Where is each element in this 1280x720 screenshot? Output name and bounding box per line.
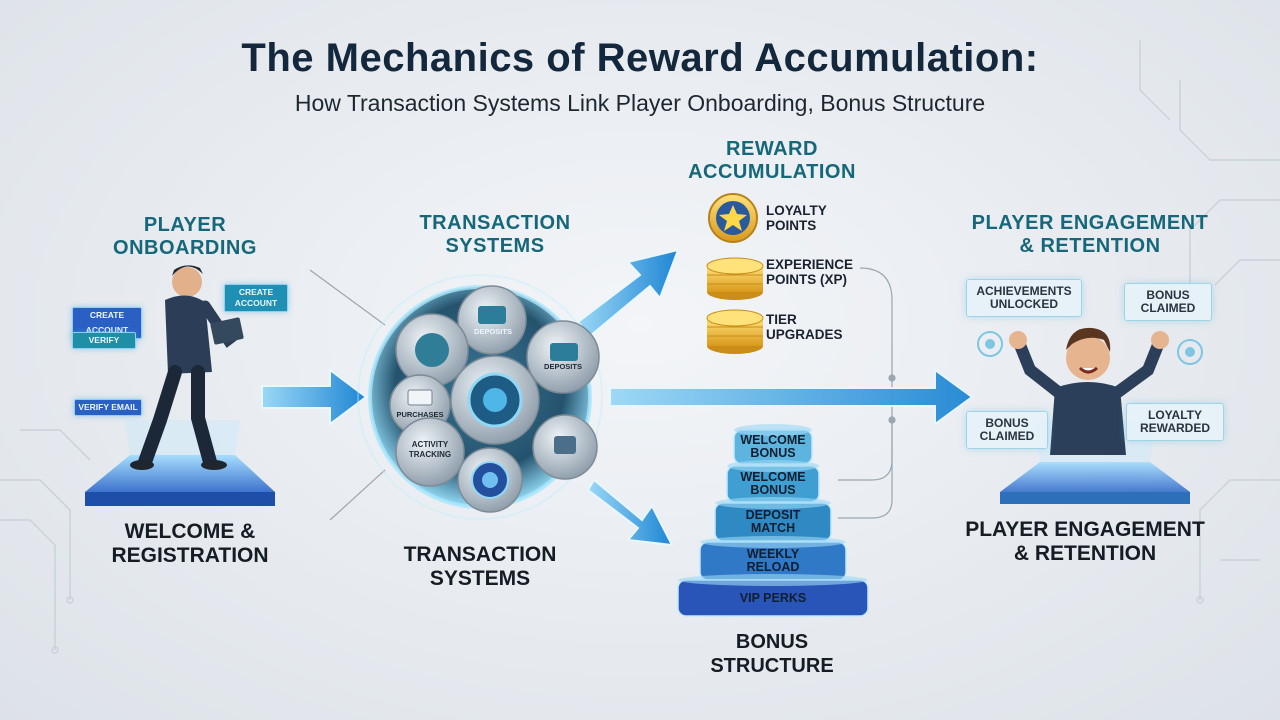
- onboarding-heading: PLAYER ONBOARDING: [113, 214, 257, 259]
- create-account-bubble: CREATE ACCOUNT: [224, 284, 288, 312]
- coin-stack-icon-xp: [706, 257, 764, 300]
- onboarding-platform: [85, 420, 275, 506]
- engagement-caption: PLAYER ENGAGEMENT & RETENTION: [965, 518, 1205, 565]
- badge-bonus-claimed-top: BONUS CLAIMED: [1124, 283, 1212, 321]
- verify-email-chip: VERIFY EMAIL: [74, 399, 142, 416]
- bonus-pyramid: [677, 424, 869, 617]
- transactions-caption: TRANSACTION SYSTEMS: [403, 543, 557, 590]
- flow-arrows: [261, 248, 974, 547]
- walking-person-figure: [130, 265, 244, 470]
- badge-achievements-unlocked: ACHIEVEMENTS UNLOCKED: [966, 279, 1082, 317]
- page-subtitle: How Transaction Systems Link Player Onbo…: [294, 90, 986, 116]
- reward-label-tier: TIER UPGRADES: [766, 312, 843, 342]
- bonus-tier-top-0: [734, 424, 812, 436]
- gear-label-activity-tracking: ACTIVITY TRACKING: [408, 440, 452, 459]
- reward-label-xp: EXPERIENCE POINTS (XP): [766, 257, 854, 287]
- bonus-tier-top-1: [727, 460, 819, 472]
- bonus-caption: BONUS STRUCTURE: [710, 631, 834, 677]
- gear-activity: [395, 417, 465, 487]
- transactions-heading: TRANSACTION SYSTEMS: [419, 212, 571, 257]
- bonus-tier-top-2: [715, 497, 831, 509]
- transaction-sphere: [357, 274, 603, 520]
- bonus-tier-label-0: WELCOME BONUS: [740, 433, 806, 460]
- badge-loyalty-rewarded: LOYALTY REWARDED: [1126, 403, 1224, 441]
- coin-stack-icon-tier: [706, 309, 764, 354]
- bonus-tier-label-1: WELCOME BONUS: [740, 470, 806, 497]
- page-title: The Mechanics of Reward Accumulation:: [241, 36, 1039, 80]
- gear-label-purchases: PURCHASES: [396, 410, 444, 419]
- bonus-tier-label-2: DEPOSIT MATCH: [745, 508, 801, 535]
- bonus-tier-label-3: WEEKLY RELOAD: [746, 547, 800, 574]
- arrow-to-rewards: [576, 248, 680, 338]
- bonus-tier-label-4: VIP PERKS: [739, 590, 807, 605]
- engagement-side-icons: [977, 331, 1203, 365]
- cheering-person-figure: [1009, 327, 1169, 455]
- bonus-tier-top-4: [678, 574, 868, 586]
- star-medal-icon: [708, 193, 758, 243]
- onboarding-caption: WELCOME & REGISTRATION: [111, 520, 269, 567]
- connector-lines: [309, 267, 896, 521]
- arrow-onboarding-to-transactions: [261, 368, 368, 426]
- rewards-heading: REWARD ACCUMULATION: [688, 138, 856, 183]
- badge-bonus-claimed-left: BONUS CLAIMED: [966, 411, 1048, 449]
- arrow-to-bonus: [586, 478, 674, 547]
- gear-label-deposits-right: DEPOSITS: [544, 362, 582, 371]
- reward-label-loyalty: LOYALTY POINTS: [766, 203, 827, 233]
- verify-chip: VERIFY: [72, 332, 136, 349]
- bonus-tier-top-3: [700, 536, 846, 548]
- gear-label-deposits-top: DEPOSITS: [474, 327, 512, 336]
- arrow-to-engagement: [609, 368, 974, 426]
- engagement-heading: PLAYER ENGAGEMENT & RETENTION: [971, 212, 1209, 257]
